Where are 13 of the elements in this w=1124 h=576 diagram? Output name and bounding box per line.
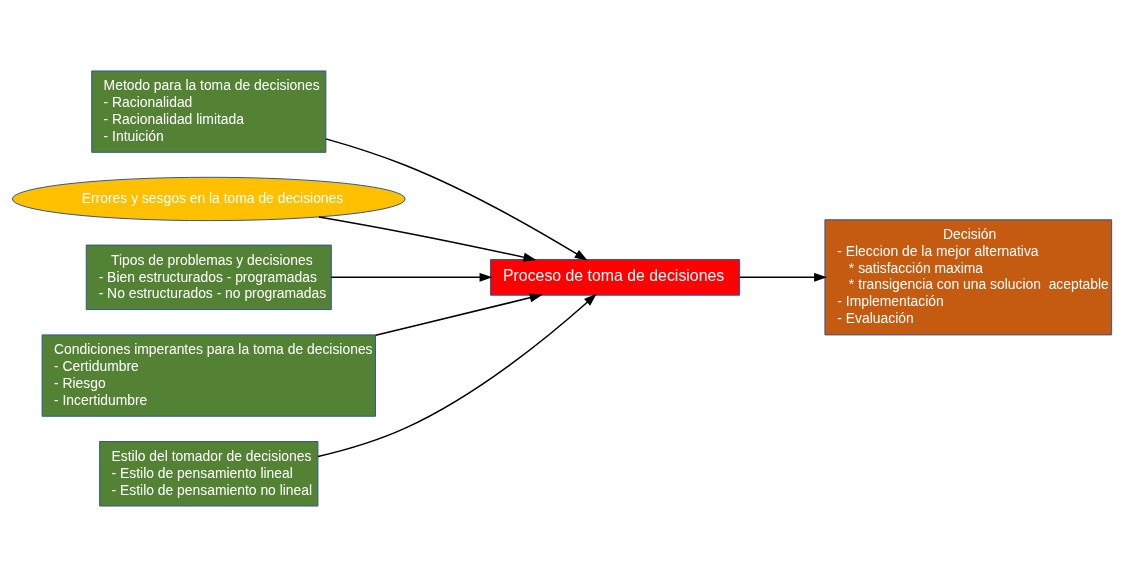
node-box: Condiciones imperantes para la toma de decisiones - Certidumbre - Riesgo - Incertidumbre bbox=[41, 333, 376, 417]
node-box: Estilo del tomador de decisiones - Estilo de pensamiento lineal - Estilo de pensamiento no lineal bbox=[99, 440, 319, 507]
arrow bbox=[374, 292, 543, 336]
node-box: Decisión - Eleccion de la mejor alternativa * satisfacción maxima * transigencia con una solucion aceptable - Implementación - Evaluación bbox=[824, 218, 1113, 335]
arrow bbox=[317, 293, 597, 457]
node-box: Metodo para la toma de decisiones - Racionalidad - Racionalidad limitada - Intuición bbox=[91, 69, 327, 153]
arrow bbox=[325, 137, 588, 261]
arrow bbox=[318, 215, 537, 262]
arrow bbox=[739, 272, 828, 282]
node-box: Proceso de toma de decisiones bbox=[490, 258, 741, 296]
node-box: Tipos de problemas y decisiones - Bien estructurados - programadas - No estructurados - no programadas bbox=[85, 244, 332, 310]
arrow bbox=[330, 272, 493, 282]
node-ellipse: Errores y sesgos en la toma de decisiones bbox=[11, 176, 406, 221]
